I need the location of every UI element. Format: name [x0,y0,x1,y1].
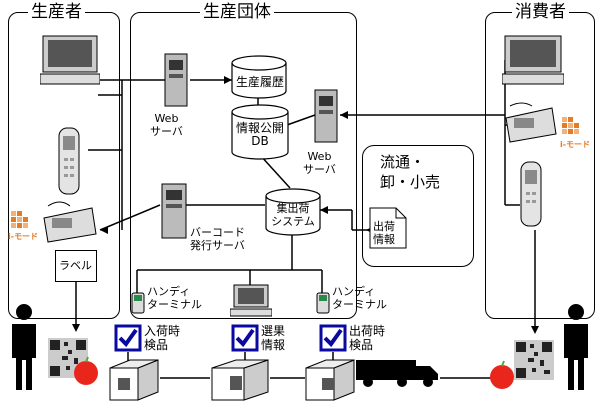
web-server-2-icon [314,89,338,143]
consumer-fax-icon [505,102,557,143]
production-history-label: 生産履歴 [236,75,285,89]
distribution-label: 流通・ 卸・小売 [380,153,441,191]
label-box: ラベル [55,250,97,282]
producer-title: 生産者 [28,2,85,22]
imode-logo-right-icon [562,117,579,134]
imode-right-label: i-モード [560,140,591,149]
producer-pc-icon [40,35,100,85]
info-db-icon [231,104,289,160]
label-text: ラベル [59,259,92,272]
consumer-person-icon [564,304,588,390]
check-icon [231,324,259,352]
truck-icon [356,360,438,387]
web-server-1-icon [164,53,188,107]
handy-terminal-left-label: ハンディ ターミナル [147,285,202,311]
web-server-2-label: Web サーバ [303,150,336,176]
producer-phone-icon [58,127,80,195]
handy-terminal-left-icon [131,292,145,314]
apple-left-icon [74,356,98,385]
barcode-server-label: バーコード 発行サーバ [190,226,245,252]
box-2-icon [211,359,269,401]
consumer-pc-icon [502,35,564,85]
qr-code-right-icon [514,340,554,380]
group-title: 生産団体 [200,2,274,22]
producer-fax-icon [43,201,97,243]
check-inbound-label: 入荷時 検品 [144,324,181,352]
apple-right-icon [490,360,514,389]
consumer-title: 消費者 [512,2,569,22]
consumer-phone-icon [520,161,542,227]
box-3-icon [305,359,355,401]
check-outbound-label: 出荷時 検品 [349,324,386,352]
info-db-label: 情報公開 DB [235,121,284,148]
producer-person-icon [12,304,36,390]
production-history-db-icon [231,55,287,99]
shipping-system-db-icon [265,188,321,236]
shipping-info-label: 出荷 情報 [373,220,395,246]
imode-logo-left-icon [11,211,28,228]
imode-left-label: i-モード [8,232,39,241]
handy-terminal-right-label: ハンディ ターミナル [332,285,387,311]
shipping-info-doc-icon [369,207,407,249]
check-icon [319,324,347,352]
web-server-1-label: Web サーバ [150,112,183,138]
handy-terminal-right-icon [316,292,330,314]
group-pc-icon [230,284,272,317]
shipping-system-label: 集出荷 システム [271,202,315,228]
check-sorting-label: 選果 情報 [261,324,286,352]
box-1-icon [109,359,159,401]
barcode-server-icon [161,183,187,239]
distribution-region [362,145,474,267]
check-icon [114,324,142,352]
